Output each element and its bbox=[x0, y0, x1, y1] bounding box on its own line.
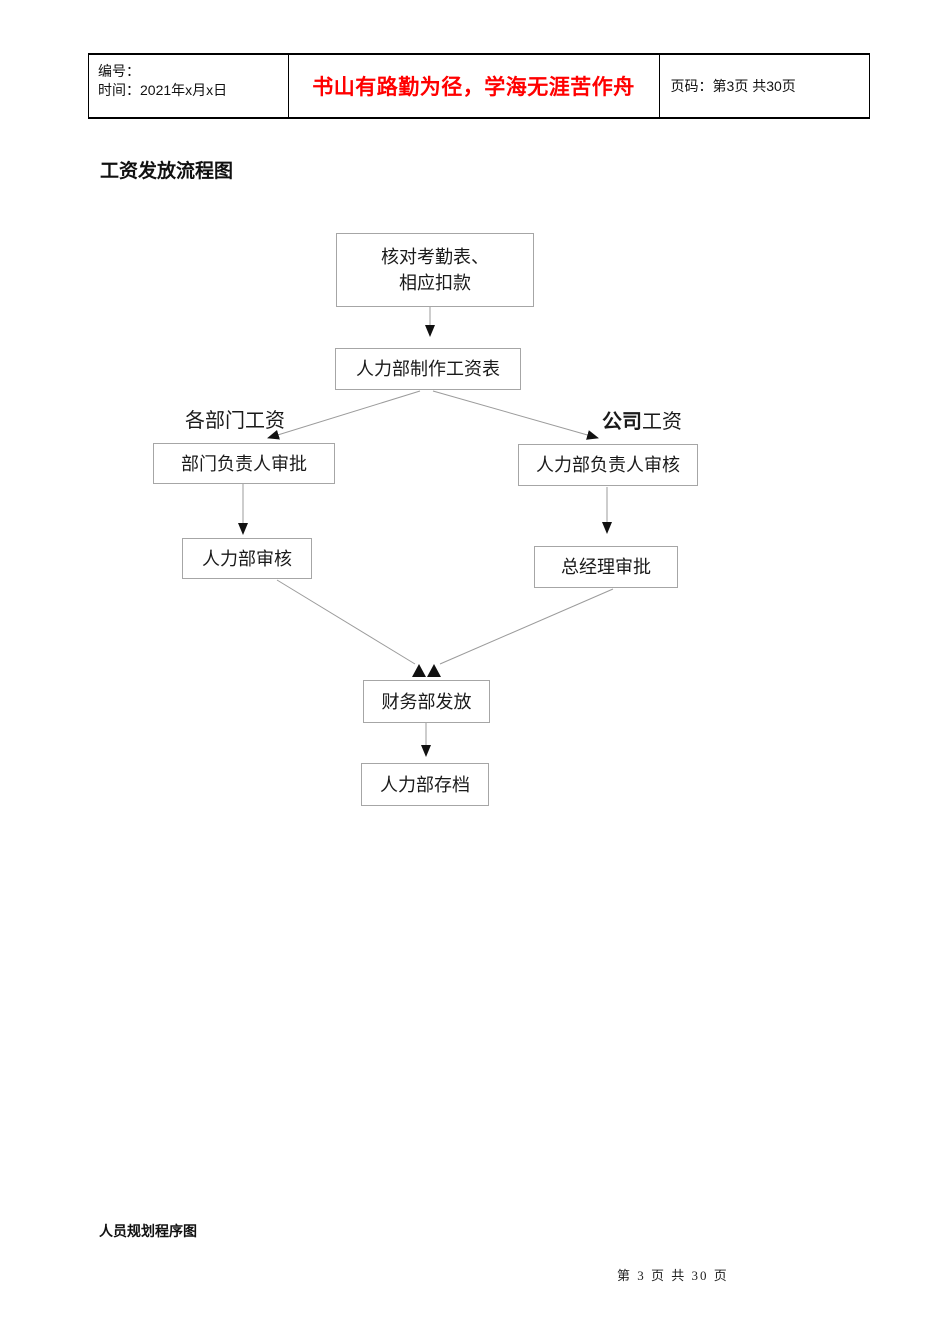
flow-node-label: 财务部发放 bbox=[381, 691, 472, 712]
header-cell-motto: 书山有路勤为径，学海无涯苦作舟 bbox=[287, 55, 659, 117]
page-number-label: 页码：第3页 共30页 bbox=[670, 78, 796, 94]
branch-label-company-normal: 工资 bbox=[642, 411, 682, 433]
branch-label-company-salary: 公司工资 bbox=[602, 405, 682, 434]
flow-node-hr-head-review: 人力部负责人审核 bbox=[518, 444, 698, 486]
doc-number-label: 编号： bbox=[98, 63, 140, 79]
flow-node-dept-head-approval: 部门负责人审批 bbox=[153, 443, 335, 484]
motto-text: 书山有路勤为径，学海无涯苦作舟 bbox=[312, 76, 635, 99]
flow-node-label: 人力部审核 bbox=[202, 548, 292, 569]
section-title-staff-planning: 人员规划程序图 bbox=[99, 1223, 197, 1239]
document-header-table: 编号： 时间：2021年x月x日 书山有路勤为径，学海无涯苦作舟 页码：第3页 … bbox=[88, 53, 870, 119]
flow-node-label: 核对考勤表、 bbox=[381, 247, 489, 267]
flow-node-label: 人力部存档 bbox=[380, 774, 470, 795]
connector-box2-box3 bbox=[267, 390, 421, 440]
flow-node-hr-review: 人力部审核 bbox=[182, 538, 312, 579]
connector-box2-box4 bbox=[432, 390, 599, 440]
flow-node-label: 人力部制作工资表 bbox=[356, 359, 500, 379]
doc-date-label: 时间：2021年x月x日 bbox=[98, 82, 228, 98]
merge-arrowhead-right bbox=[427, 664, 441, 677]
flow-node-gm-approval: 总经理审批 bbox=[534, 546, 678, 588]
merge-arrowhead-left bbox=[412, 664, 426, 677]
connector-box5-box7 bbox=[276, 579, 416, 665]
connector-box6-box7 bbox=[439, 588, 614, 665]
branch-label-departments-salary: 各部门工资 bbox=[185, 410, 285, 432]
section-title-salary-flow: 工资发放流程图 bbox=[100, 161, 234, 182]
flow-node-finance-distribute: 财务部发放 bbox=[363, 680, 490, 723]
flow-node-label: 相应扣款 bbox=[399, 273, 471, 293]
flow-node-label: 总经理审批 bbox=[561, 557, 651, 577]
footer-page-number: 第 3 页 共 30 页 bbox=[617, 1268, 729, 1283]
branch-label-company-bold: 公司 bbox=[602, 411, 642, 433]
flow-node-label: 人力部负责人审核 bbox=[536, 455, 680, 475]
flow-node-label: 部门负责人审批 bbox=[181, 453, 307, 474]
flow-node-hr-make-payroll: 人力部制作工资表 bbox=[335, 348, 521, 390]
header-cell-number-date: 编号： 时间：2021年x月x日 bbox=[89, 55, 288, 117]
flow-node-hr-archive: 人力部存档 bbox=[361, 763, 489, 806]
flow-node-check-attendance: 核对考勤表、 相应扣款 bbox=[336, 233, 534, 307]
header-cell-page: 页码：第3页 共30页 bbox=[658, 55, 869, 117]
